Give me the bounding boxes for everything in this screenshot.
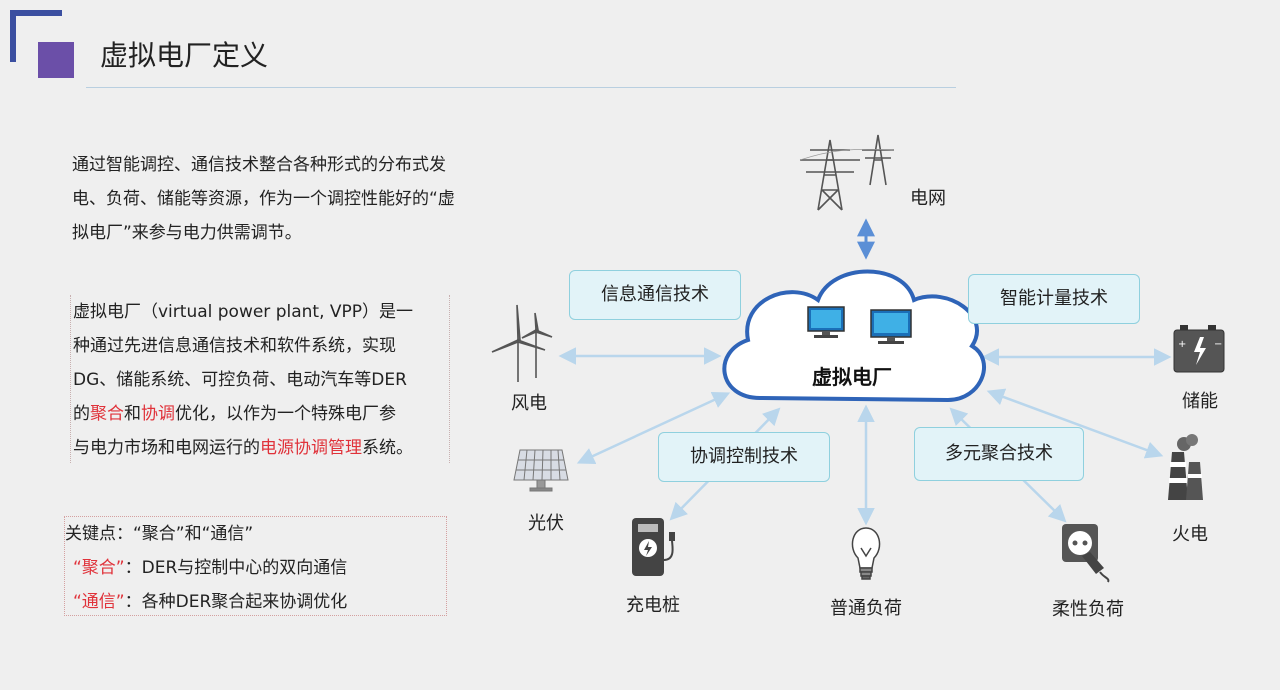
tech-coordinated-control: 协调控制技术 [658,432,830,482]
label-charger: 充电桩 [626,595,680,616]
intro-paragraph: 通过智能调控、通信技术整合各种形式的分布式发电、负荷、储能等资源，作为一个调控性… [72,155,455,243]
wind-turbine-icon [491,304,553,382]
definition-line: 的聚合和协调优化，以作为一个特殊电厂参 [73,397,449,431]
text-span: 和 [124,404,141,424]
text-span: 优化，以作为一个特殊电厂参 [175,404,396,424]
logo-square [38,42,74,78]
highlight-aggregation: 聚合 [90,404,124,424]
transmission-tower-icon [799,134,895,211]
definition-line: 种通过先进信息通信技术和软件系统，实现 [73,336,396,356]
keypoint-heading: 关键点：“聚合”和“通信” [65,524,254,544]
logo-frame [10,10,62,62]
text-span: 系统。 [362,438,413,458]
tech-info-communication: 信息通信技术 [569,270,741,320]
text-span: 的 [73,404,90,424]
monitor-icon [807,306,845,338]
arrow-thermal [986,388,1164,459]
page-title: 虚拟电厂定义 [100,39,269,72]
definition-line: DG、储能系统、可控负荷、电动汽车等DER [73,370,407,390]
svg-text:+: + [1178,339,1186,350]
keypoint-desc: ：DER与控制中心的双向通信 [124,558,348,578]
power-socket-icon [1062,524,1110,583]
highlight-management: 电源协调管理 [260,438,362,458]
label-grid: 电网 [910,188,946,209]
keypoint-line: “通信”：各种DER聚合起来协调优化 [65,585,446,619]
label-thermal: 火电 [1172,524,1208,545]
definition-line: 与电力市场和电网运行的电源协调管理系统。 [73,431,449,465]
solar-panel-icon [513,449,569,492]
svg-text:−: − [1214,339,1222,350]
keypoint-line: “聚合”：DER与控制中心的双向通信 [65,551,446,585]
label-wind: 风电 [511,393,547,414]
battery-icon: + − [1173,325,1225,373]
label-flexible-load: 柔性负荷 [1052,599,1124,620]
cloud-shape [722,269,986,403]
highlight-coordination: 协调 [141,404,175,424]
keypoint-term: “通信” [73,592,125,612]
arrow-solar [576,391,731,465]
thermal-plant-icon [1168,434,1203,500]
definition-paragraph: 虚拟电厂（virtual power plant, VPP）是一 种通过先进信息… [70,295,450,463]
title-divider [86,87,956,88]
tech-multi-aggregation: 多元聚合技术 [914,427,1084,481]
ev-charger-icon [632,518,675,576]
definition-line: 虚拟电厂（virtual power plant, VPP）是一 [73,302,414,322]
keypoint-term: “聚合” [73,558,125,578]
label-normal-load: 普通负荷 [830,598,902,619]
keypoints-box: 关键点：“聚合”和“通信” “聚合”：DER与控制中心的双向通信 “通信”：各种… [64,516,447,616]
keypoint-desc: ：各种DER聚合起来协调优化 [124,592,348,612]
label-storage: 储能 [1182,391,1218,412]
monitor-icon [870,309,912,344]
label-solar: 光伏 [528,513,564,534]
text-span: 与电力市场和电网运行的 [73,438,260,458]
tech-smart-metering: 智能计量技术 [968,274,1140,324]
light-bulb-icon [851,527,881,580]
cloud-label: 虚拟电厂 [812,365,892,389]
